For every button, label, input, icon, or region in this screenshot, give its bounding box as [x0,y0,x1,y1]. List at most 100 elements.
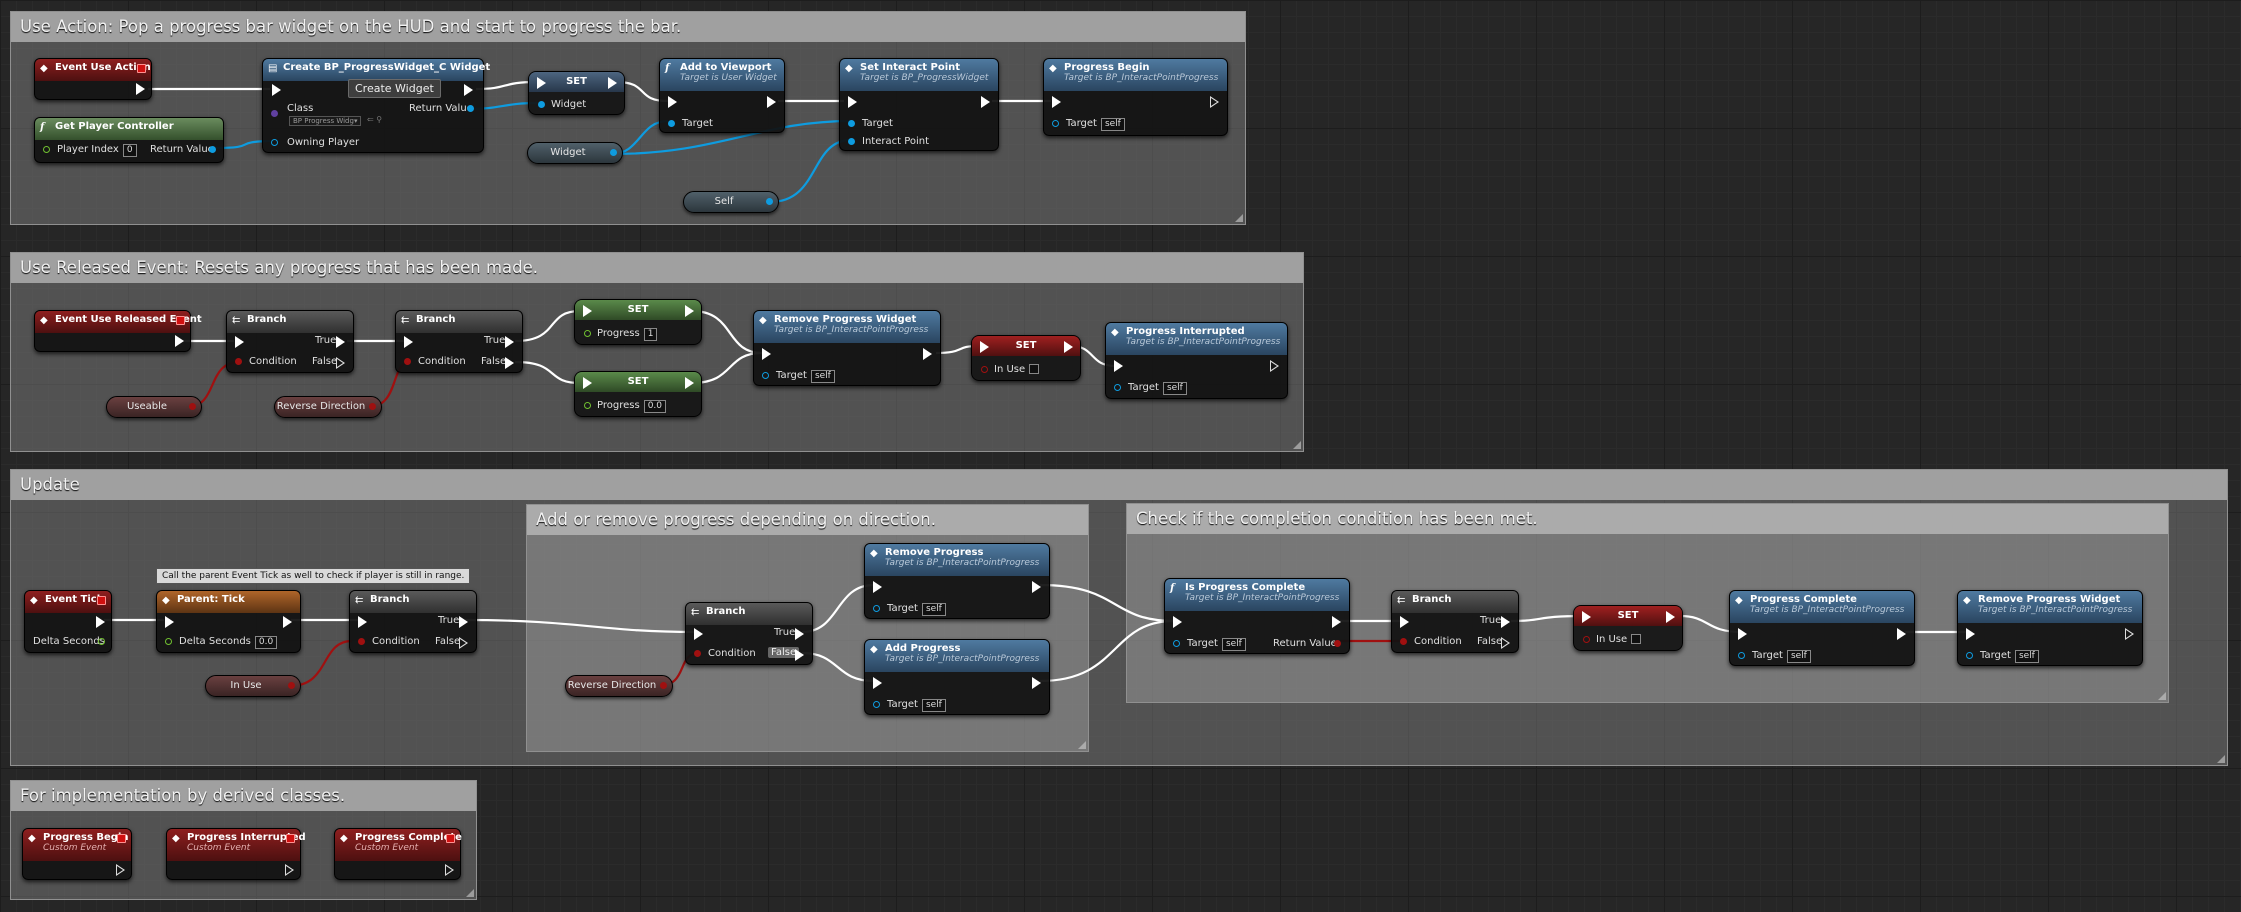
in-use-variable[interactable]: In Use [205,675,301,697]
exec-out-pin[interactable] [767,96,776,108]
create-widget-button[interactable]: Create Widget [348,79,441,98]
false-exec-pin[interactable] [505,357,514,369]
set-in-use-node[interactable]: SET In Use [971,335,1081,381]
branch-complete-node[interactable]: ⇇Branch True Condition False [1391,590,1519,653]
exec-in-pin[interactable] [1738,628,1747,640]
false-exec-pin[interactable] [336,357,345,369]
exec-in-pin[interactable] [272,84,281,96]
interact-point-pin[interactable] [848,138,855,145]
false-exec-pin[interactable] [1501,637,1510,649]
event-use-action-node[interactable]: ◆Event Use Action [34,58,152,100]
event-use-released-node[interactable]: ◆Event Use Released Event [34,310,202,352]
self-field[interactable]: self [810,370,835,383]
condition-pin[interactable] [1400,638,1407,645]
self-field[interactable]: self [1786,650,1811,663]
delta-seconds-field[interactable]: 0.0 [254,636,278,649]
true-exec-pin[interactable] [459,616,468,628]
exec-out-pin[interactable] [96,616,105,628]
self-variable[interactable]: Self [683,191,779,213]
exec-out-pin[interactable] [685,305,694,317]
widget-pin[interactable] [538,101,545,108]
exec-in-pin[interactable] [848,96,857,108]
self-out-pin[interactable] [766,198,773,205]
true-exec-pin[interactable] [336,336,345,348]
exec-in-pin[interactable] [873,581,882,593]
exec-in-pin[interactable] [694,628,703,640]
exec-out-pin[interactable] [1032,677,1041,689]
exec-in-pin[interactable] [404,336,413,348]
exec-out-pin[interactable] [2125,628,2134,640]
reverse-direction-variable[interactable]: Reverse Direction [274,396,382,418]
resize-handle[interactable] [1078,741,1086,749]
exec-in-pin[interactable] [980,341,989,353]
false-exec-pin[interactable] [795,649,804,661]
resize-handle[interactable] [1235,214,1243,222]
self-field[interactable]: self [1100,118,1125,131]
exec-in-pin[interactable] [668,96,677,108]
progress-value-field[interactable]: 0.0 [643,400,667,413]
reverse-direction-variable-2[interactable]: Reverse Direction [565,675,673,697]
delegate-pin[interactable] [286,834,295,843]
target-pin[interactable] [762,372,769,379]
in-use-pin[interactable] [1583,636,1590,643]
resize-handle[interactable] [2217,755,2225,763]
exec-in-pin[interactable] [358,616,367,628]
useable-variable[interactable]: Useable [106,396,202,418]
branch-direction-node[interactable]: ⇇Branch True Condition False [685,602,813,665]
exec-out-pin[interactable] [116,864,125,876]
exec-out-pin[interactable] [1032,581,1041,593]
self-field[interactable]: self [921,603,946,616]
class-dropdown[interactable]: BP Progress Widg▾ [289,116,362,126]
exec-in-pin[interactable] [1966,628,1975,640]
progress-pin[interactable] [584,402,591,409]
false-exec-pin[interactable] [459,637,468,649]
delegate-pin[interactable] [176,316,185,325]
delta-seconds-pin[interactable] [165,638,172,645]
true-exec-pin[interactable] [795,628,804,640]
exec-in-pin[interactable] [1582,611,1591,623]
exec-in-pin[interactable] [1114,360,1123,372]
self-field[interactable]: self [1162,382,1187,395]
branch-useable-node[interactable]: ⇇Branch True Condition False [226,310,354,373]
target-pin[interactable] [1052,120,1059,127]
exec-out-pin[interactable] [445,864,454,876]
progress-value-field[interactable]: 1 [643,328,658,341]
exec-in-pin[interactable] [873,677,882,689]
in-use-checkbox[interactable] [1631,634,1642,644]
reverse-direction-out-pin[interactable] [660,682,667,689]
create-widget-node[interactable]: ▤Create BP_ProgressWidget_C Widget Creat… [262,58,490,153]
set-in-use-node-2[interactable]: SET In Use [1573,605,1683,651]
target-pin[interactable] [668,120,675,127]
progress-pin[interactable] [584,330,591,337]
exec-out-pin[interactable] [1332,616,1341,628]
branch-reverse-node[interactable]: ⇇Branch True Condition False [395,310,523,373]
exec-in-pin[interactable] [762,348,771,360]
exec-out-pin[interactable] [1270,360,1279,372]
exec-in-pin[interactable] [165,616,174,628]
delegate-pin[interactable] [446,834,455,843]
condition-pin[interactable] [694,650,701,657]
owning-player-pin[interactable] [271,139,278,146]
widget-variable[interactable]: Widget [527,142,623,164]
browse-icon[interactable]: ⇐ ⚲ [367,115,383,124]
exec-out-pin[interactable] [285,864,294,876]
condition-pin[interactable] [235,358,242,365]
in-use-pin[interactable] [981,366,988,373]
target-pin[interactable] [848,120,855,127]
